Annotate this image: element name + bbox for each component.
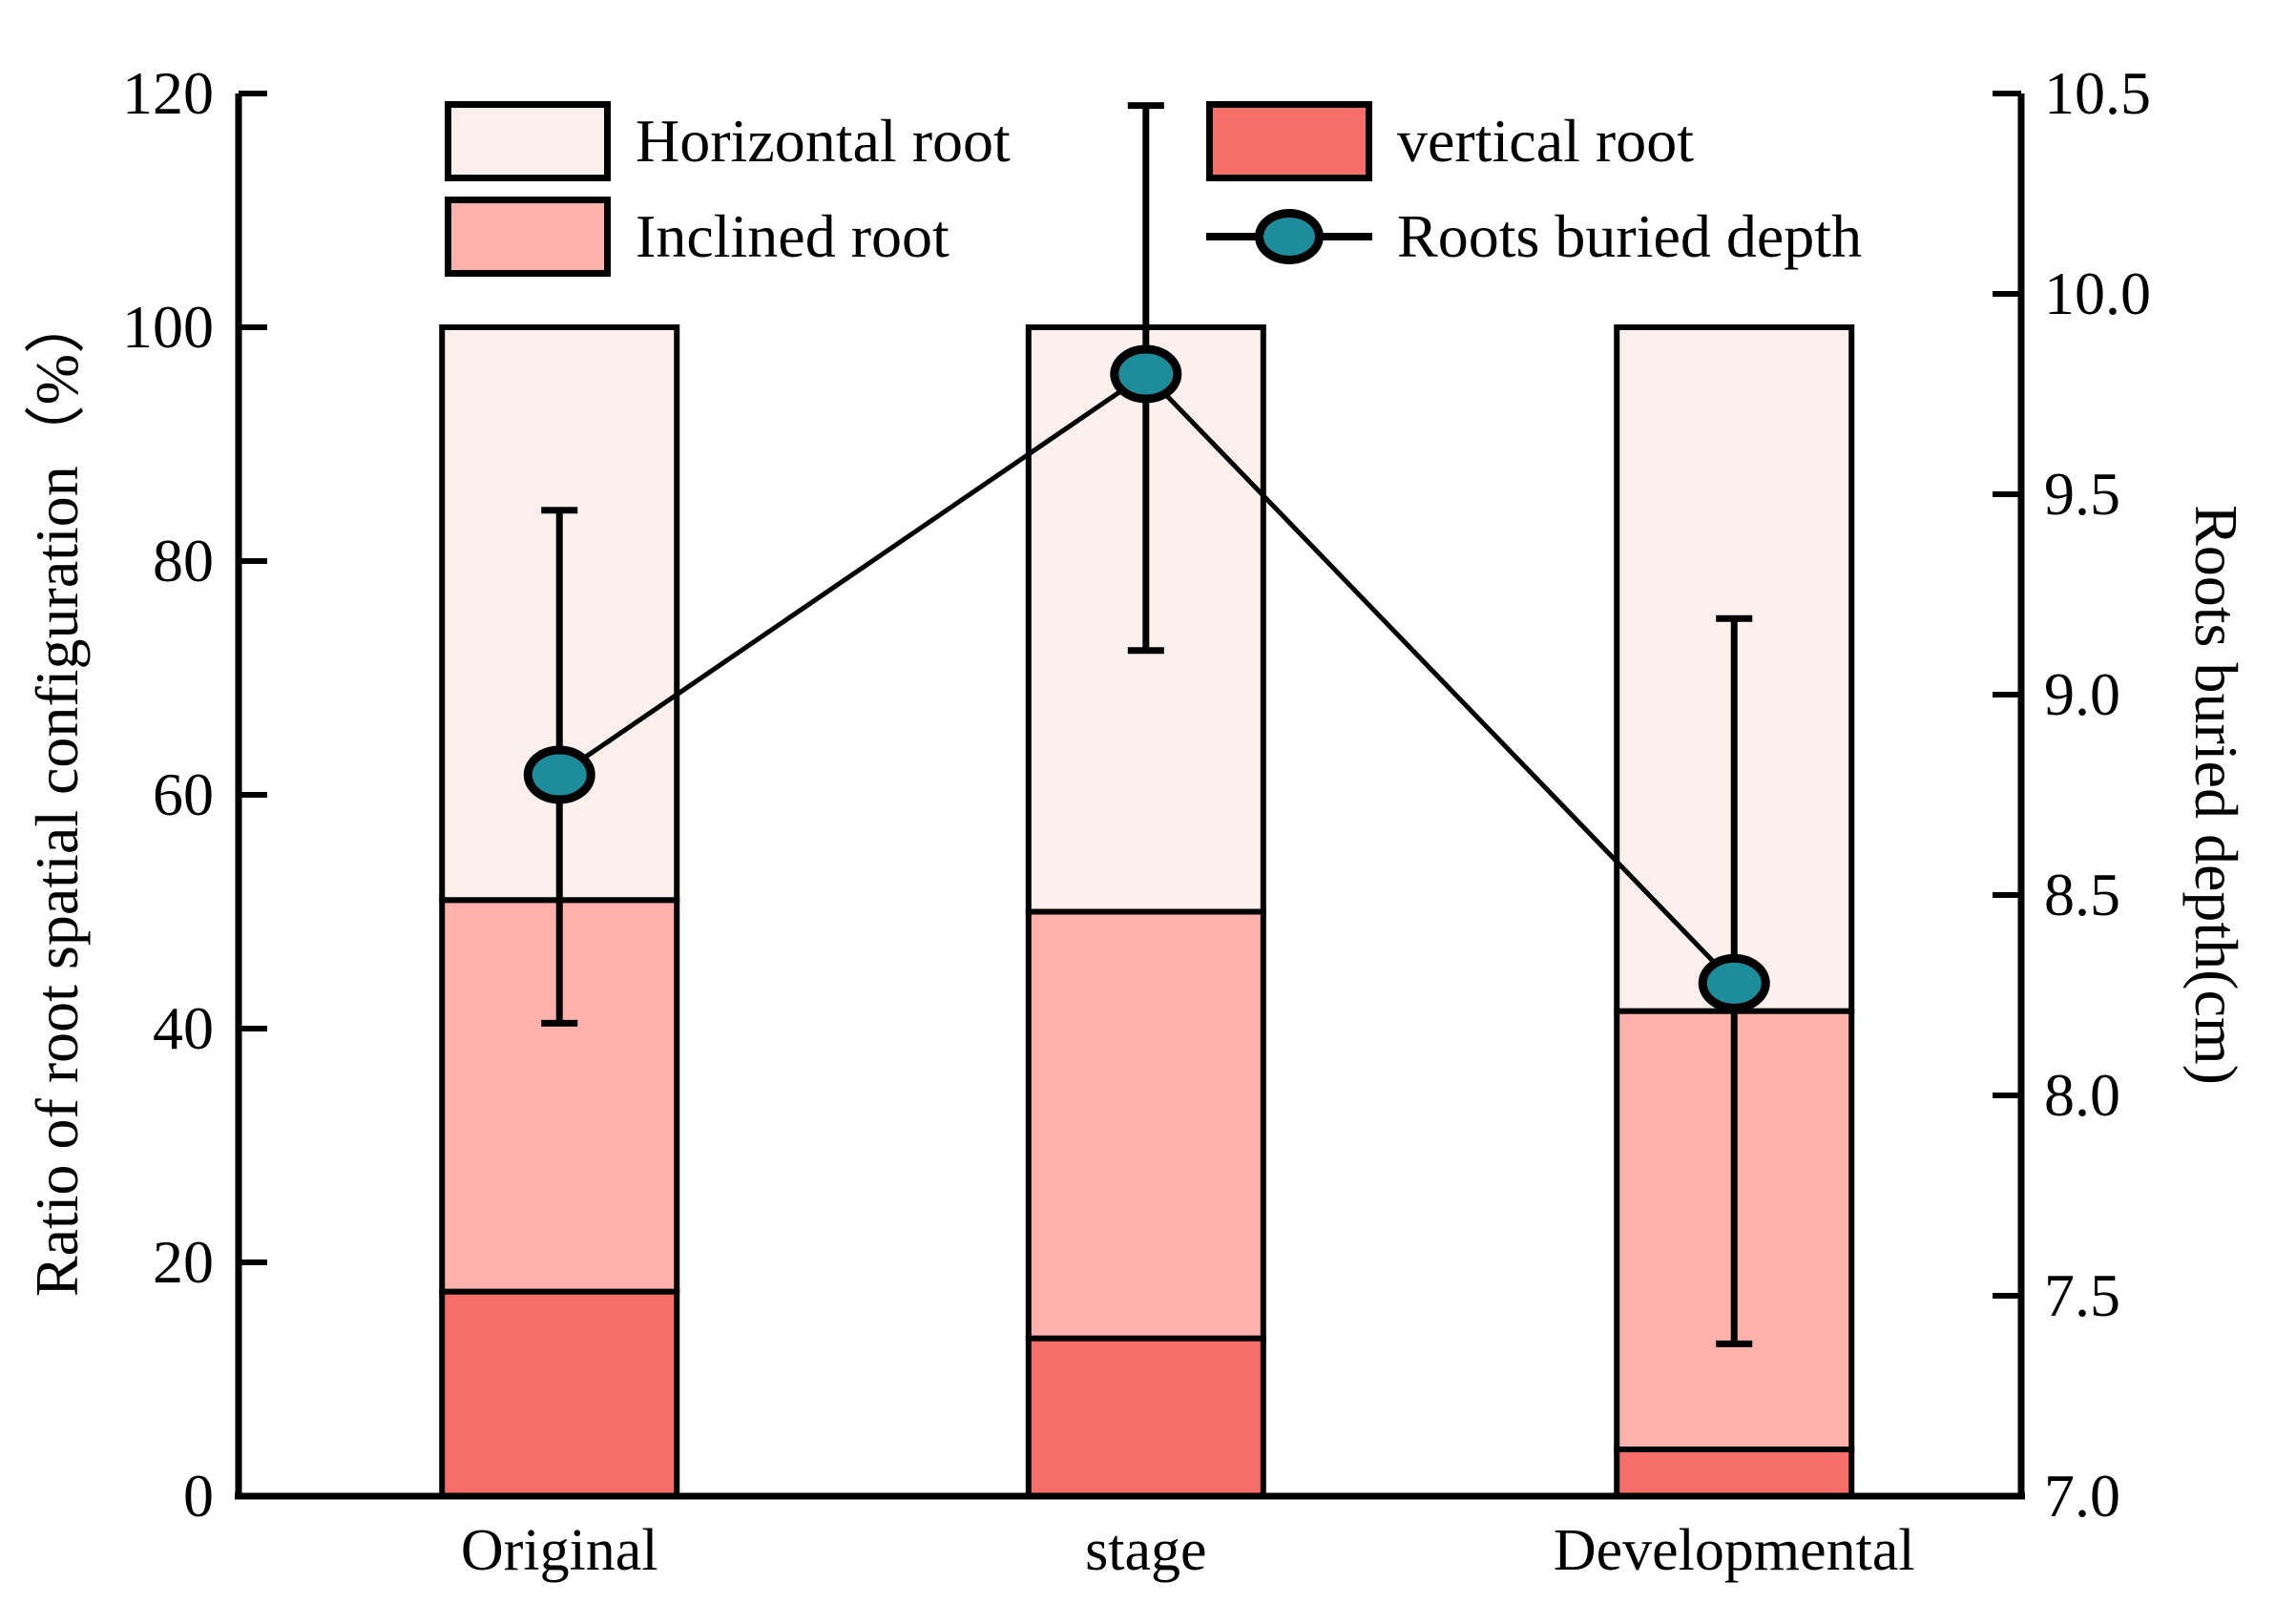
- legend-label: Inclined root: [636, 202, 950, 270]
- legend-entry-inclined-root: Inclined root: [445, 197, 950, 277]
- legend-label: Roots buried depth: [1397, 202, 1863, 270]
- depth-marker: [523, 745, 595, 804]
- depth-marker: [1698, 953, 1770, 1012]
- depth-marker: [1110, 344, 1182, 404]
- right-tick-label: 7.0: [2044, 1462, 2120, 1530]
- right-tick-label: 7.5: [2044, 1261, 2120, 1329]
- left-tick-label: 0: [183, 1462, 214, 1530]
- legend-label: vertical root: [1397, 107, 1694, 175]
- left-tick-label: 100: [122, 293, 214, 361]
- legend-marker-line-icon: [1206, 197, 1372, 277]
- left-tick-label: 20: [153, 1228, 214, 1296]
- legend-swatch-vertical-root: [1206, 101, 1372, 181]
- right-tick-label: 8.5: [2044, 861, 2120, 928]
- bar-segment-vertical-root: [1025, 1335, 1266, 1499]
- legend-swatch-horizontal-root: [445, 101, 611, 181]
- bar-segment-vertical-root: [1614, 1447, 1855, 1499]
- right-axis-title: Roots buried depth(cm): [2182, 505, 2250, 1085]
- bar-segment-inclined-root: [1025, 908, 1266, 1342]
- legend-label: Horizontal root: [636, 107, 1011, 175]
- right-tick-label: 10.5: [2044, 59, 2151, 127]
- right-tick-label: 9.5: [2044, 460, 2120, 528]
- right-tick-label: 8.0: [2044, 1061, 2120, 1129]
- legend-entry-horizontal-root: Horizontal root: [445, 101, 1011, 181]
- right-tick-label: 9.0: [2044, 660, 2120, 728]
- left-axis-title: Ratio of root spatial configuration（%）: [23, 292, 91, 1298]
- left-tick-label: 80: [153, 527, 214, 594]
- bar-segment-vertical-root: [439, 1288, 680, 1499]
- left-tick-label: 120: [122, 59, 214, 127]
- left-tick-label: 60: [153, 760, 214, 828]
- x-category-label: Developmental: [1553, 1518, 1915, 1583]
- right-tick-label: 10.0: [2044, 260, 2151, 327]
- x-category-label: stage: [1085, 1518, 1207, 1583]
- legend-entry-vertical-root: vertical root: [1206, 101, 1694, 181]
- left-tick-label: 40: [153, 994, 214, 1062]
- legend-entry-roots-buried-depth: Roots buried depth: [1206, 197, 1862, 277]
- x-category-label: Original: [460, 1518, 658, 1583]
- legend-swatch-inclined-root: [445, 197, 611, 277]
